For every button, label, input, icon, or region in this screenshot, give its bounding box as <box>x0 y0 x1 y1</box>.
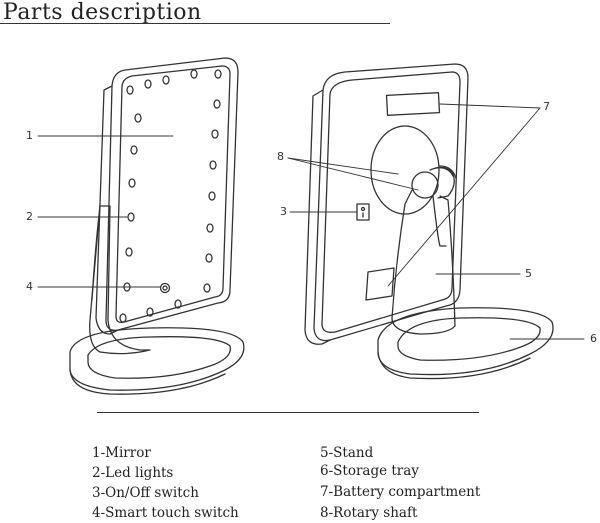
legend-item-mirror: 1-Mirror <box>92 445 151 461</box>
front-view-mirror <box>69 57 245 395</box>
back-mirror-frame <box>313 63 469 342</box>
legend-item-storage-tray: 6-Storage tray <box>320 463 419 479</box>
front-base-tray <box>69 327 245 391</box>
front-mirror-glass <box>115 65 231 324</box>
callout-5: 5 <box>525 267 532 280</box>
rotary-shaft <box>411 165 457 199</box>
legend-item-battery-compartment: 7-Battery compartment <box>320 484 481 500</box>
back-view-mirror <box>304 63 554 380</box>
legend-item-led-lights: 2-Led lights <box>92 465 174 481</box>
back-base-tray <box>377 307 554 376</box>
front-mirror-frame <box>105 57 239 331</box>
legend-item-rotary-shaft: 8-Rotary shaft <box>320 505 418 521</box>
callout-8: 8 <box>277 150 284 163</box>
battery-compartment <box>385 92 441 116</box>
legend-item-stand: 5-Stand <box>320 445 374 461</box>
leader-lines <box>37 103 585 340</box>
smart-touch-switch <box>159 282 171 294</box>
callout-6: 6 <box>590 332 597 345</box>
legend-item-smart-touch-switch: 4-Smart touch switch <box>92 505 239 521</box>
led-lights <box>119 69 222 323</box>
front-stand <box>89 205 151 355</box>
rotary-mount <box>370 125 440 215</box>
page-title: Parts description <box>3 0 202 25</box>
legend-divider <box>97 412 479 413</box>
callout-2: 2 <box>26 210 33 223</box>
callout-7: 7 <box>543 100 550 113</box>
callout-1: 1 <box>26 129 33 142</box>
front-base-tray-inner <box>87 336 231 379</box>
callout-4: 4 <box>26 280 33 293</box>
back-stand <box>391 189 456 335</box>
legend-item-on-off-switch: 3-On/Off switch <box>92 485 199 501</box>
title-underline <box>0 23 390 24</box>
callout-3: 3 <box>280 205 287 218</box>
